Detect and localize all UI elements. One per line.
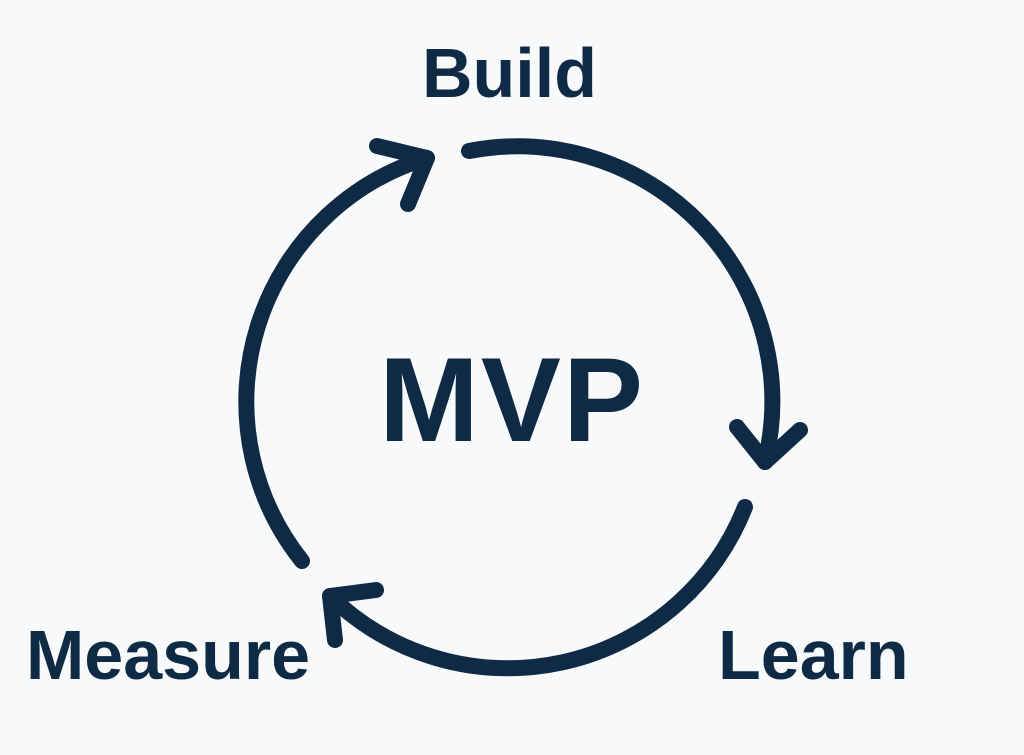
arrowhead-measure-icon bbox=[322, 582, 384, 648]
arrowhead-learn-icon bbox=[729, 419, 808, 470]
arrowhead-build-icon bbox=[369, 138, 435, 212]
arrow-learn-to-measure bbox=[322, 499, 753, 677]
stage-label-build: Build bbox=[422, 34, 597, 112]
center-title-mvp: MVP bbox=[378, 333, 646, 467]
arrow-build-to-learn bbox=[461, 138, 781, 470]
stage-label-measure: Measure bbox=[26, 616, 311, 694]
stage-label-learn: Learn bbox=[718, 616, 909, 694]
arrow-measure-to-build bbox=[238, 150, 435, 569]
